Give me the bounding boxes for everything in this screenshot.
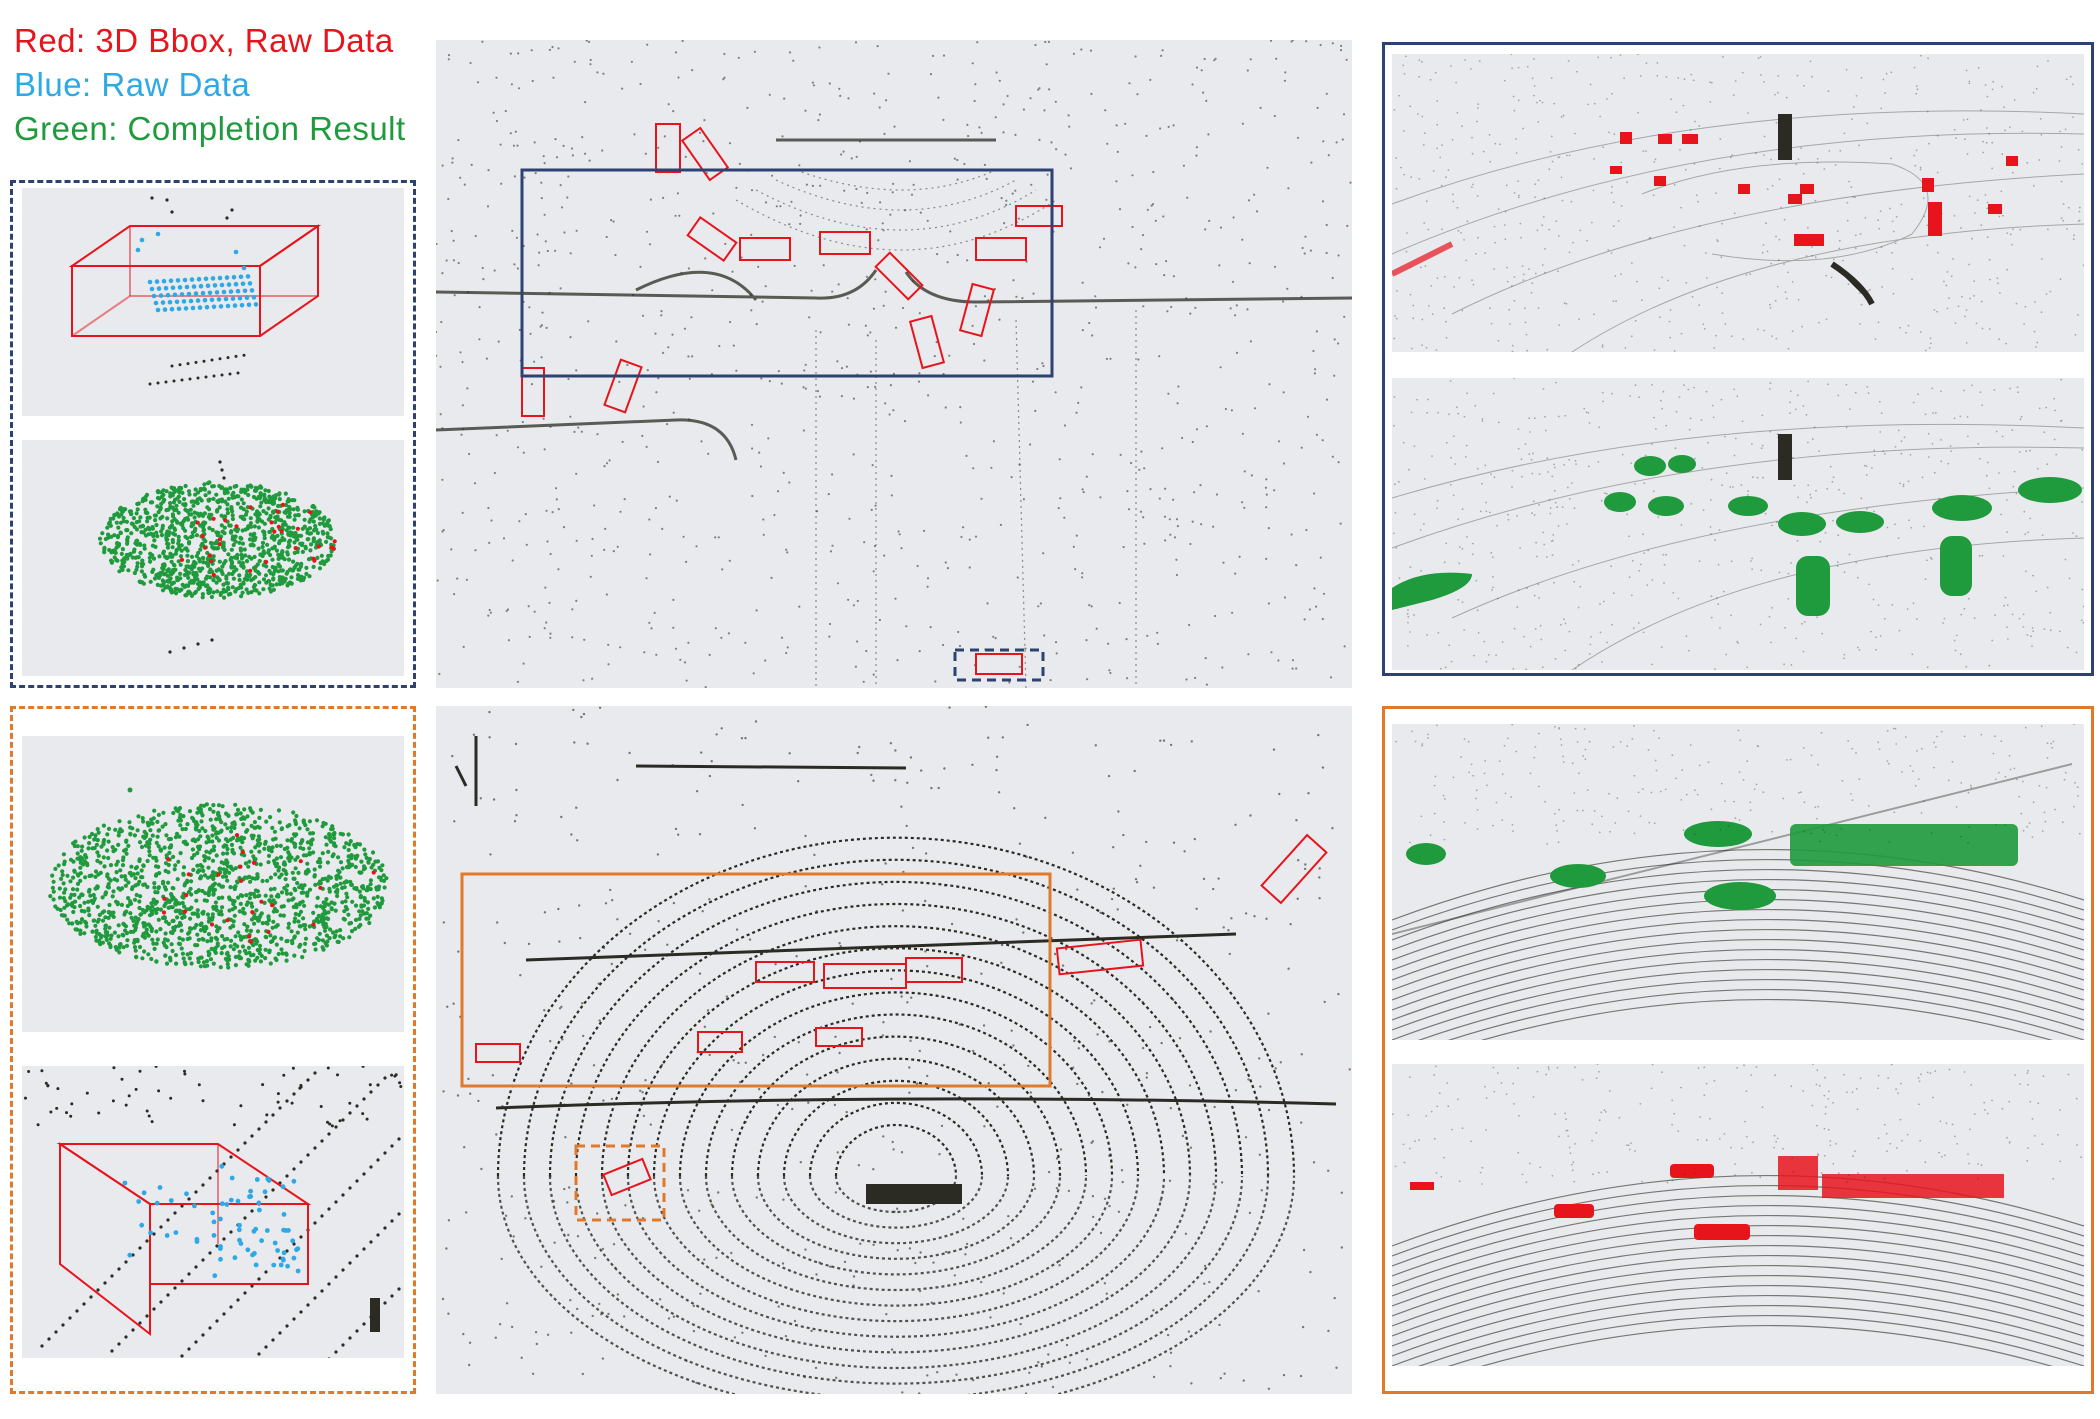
bottom-center-bev-panel	[436, 706, 1352, 1394]
bottom-left-raw-bbox-panel	[22, 1066, 404, 1358]
bottom-left-completion-panel	[22, 736, 404, 1032]
top-right-raw-panel	[1392, 54, 2084, 352]
top-center-bev-panel	[436, 40, 1352, 688]
bottom-right-completion-panel	[1392, 724, 2084, 1040]
top-right-detail-frame	[1382, 42, 2094, 676]
bottom-right-detail-frame	[1382, 706, 2094, 1394]
top-right-completion-panel	[1392, 378, 2084, 670]
legend-red: Red: 3D Bbox, Raw Data	[14, 22, 394, 59]
top-left-completion-panel	[22, 440, 404, 676]
legend-green: Green: Completion Result	[14, 110, 406, 147]
top-left-detail-frame	[10, 180, 416, 688]
bottom-right-raw-panel	[1392, 1064, 2084, 1366]
legend-blue: Blue: Raw Data	[14, 66, 251, 103]
bottom-left-detail-frame	[10, 706, 416, 1394]
top-left-raw-bbox-panel	[22, 188, 404, 416]
